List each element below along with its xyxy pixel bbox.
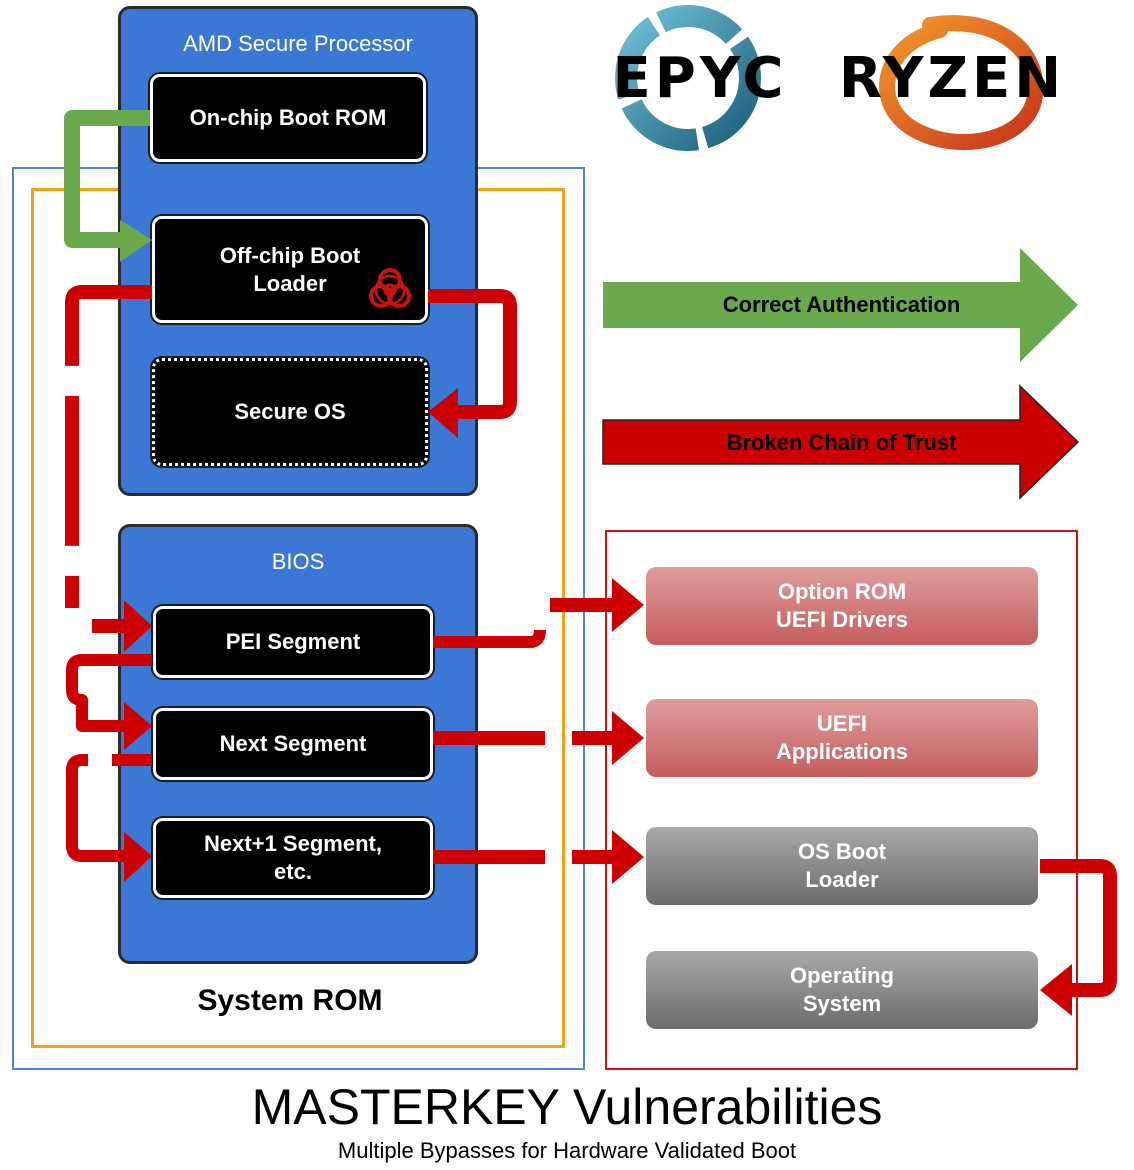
red-pei-arrowhead — [124, 600, 152, 652]
operating-system-box: Operating System — [646, 951, 1038, 1029]
os-boot-loader-label-1: OS Boot — [798, 839, 886, 864]
red-pei-to-optionrom — [433, 629, 546, 648]
red-os-arrowhead — [1040, 964, 1072, 1016]
secure-os-box: Secure OS — [152, 358, 428, 466]
red-next1-arrowhead — [124, 832, 152, 882]
page-subtitle: Multiple Bypasses for Hardware Validated… — [337, 1138, 797, 1163]
uefi-apps-label-1: UEFI — [816, 711, 868, 736]
red-secureos-arrowhead — [428, 388, 458, 438]
ryzen-text: RYZEN — [839, 46, 1065, 111]
option-rom-label-2: UEFI Drivers — [775, 607, 909, 632]
amd-sp-title: AMD Secure Processor — [183, 31, 413, 56]
next1-segment-box: Next+1 Segment, etc. — [153, 818, 433, 898]
ryzen-logo: RYZEN — [839, 15, 1065, 151]
uefi-apps-box: UEFI Applications — [646, 699, 1038, 777]
green-auth-arrow — [64, 110, 150, 248]
red-pei-to-next — [66, 654, 152, 732]
next1-segment-label-2: etc. — [274, 859, 312, 884]
epyc-text: EPYC — [613, 46, 788, 111]
red-uefi-arrowhead — [612, 711, 644, 765]
correct-auth-arrow — [603, 248, 1078, 362]
green-auth-arrowhead — [120, 220, 152, 262]
red-next-arrowhead — [124, 702, 152, 750]
page-title: MASTERKEY Vulnerabilities — [251, 1079, 883, 1135]
uefi-apps-label-2: Applications — [775, 739, 908, 764]
pei-segment-box: PEI Segment — [153, 606, 433, 678]
broken-chain-arrow — [602, 384, 1080, 500]
os-layer-outline — [605, 530, 1078, 1070]
option-rom-box: Option ROM UEFI Drivers — [646, 567, 1038, 645]
operating-system-label-1: Operating — [790, 963, 894, 988]
correct-auth-label: Correct Authentication — [722, 292, 961, 317]
boot-loader-label-1: Off-chip Boot — [219, 242, 361, 268]
boot-rom-label: On-chip Boot ROM — [189, 105, 387, 130]
next-segment-label: Next Segment — [219, 731, 367, 756]
red-loader-to-pei — [65, 285, 152, 608]
os-boot-loader-box: OS Boot Loader — [646, 827, 1038, 905]
epyc-logo: EPYC — [613, 5, 788, 151]
broken-chain-label: Broken Chain of Trust — [726, 430, 957, 455]
next-segment-box: Next Segment — [153, 708, 433, 780]
red-osboot-arrowhead — [612, 830, 644, 884]
pei-segment-label: PEI Segment — [225, 629, 361, 654]
secure-os-label: Secure OS — [234, 399, 346, 424]
boot-rom-box: On-chip Boot ROM — [150, 74, 426, 162]
boot-loader-label-2: Loader — [253, 270, 327, 296]
operating-system-label-2: System — [802, 991, 882, 1016]
os-boot-loader-label-2: Loader — [805, 867, 879, 892]
biohazard-icon — [369, 268, 411, 308]
red-osboot-to-os — [1040, 859, 1117, 997]
red-loader-to-secureos — [428, 289, 517, 419]
system-rom-label: System ROM — [197, 984, 383, 1017]
red-next-to-next1 — [66, 754, 152, 862]
option-rom-label-1: Option ROM — [777, 579, 907, 604]
next1-segment-label-1: Next+1 Segment, — [204, 831, 382, 856]
red-optionrom-arrowhead — [612, 578, 644, 632]
bios-title: BIOS — [271, 549, 325, 574]
